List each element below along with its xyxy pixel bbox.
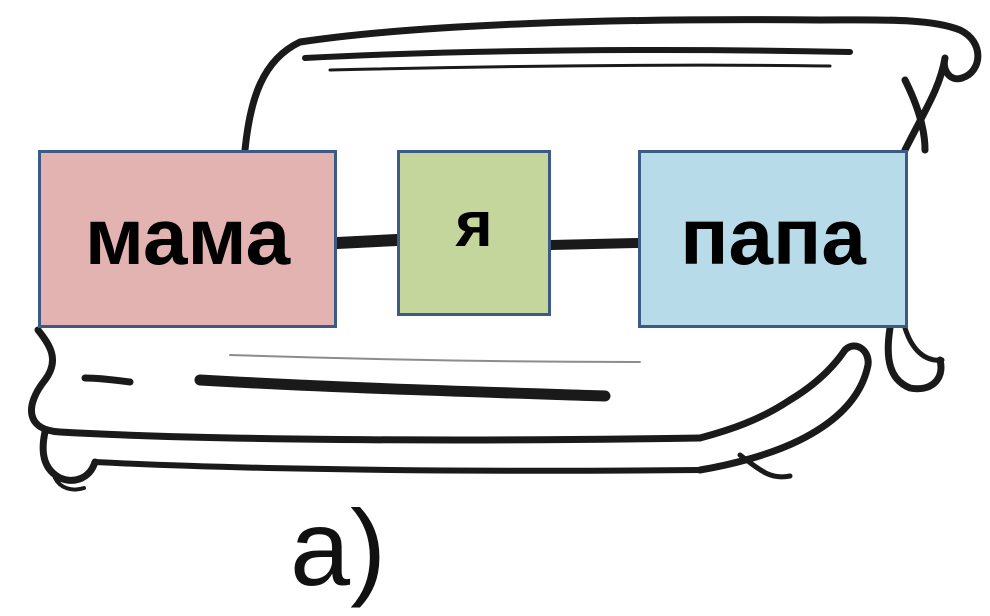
figure-caption: а) bbox=[290, 487, 387, 608]
sofa-back-outline bbox=[241, 16, 982, 154]
sofa-seat-stroke bbox=[194, 374, 611, 402]
sofa-right-leg bbox=[696, 342, 872, 474]
node-mama: мама bbox=[38, 150, 337, 328]
node-papa-label: папа bbox=[680, 192, 866, 281]
sofa-right-arm bbox=[901, 76, 929, 154]
node-mama-label: мама bbox=[84, 192, 291, 281]
connector-mama-ya bbox=[331, 234, 403, 249]
sofa-back-stroke bbox=[302, 47, 853, 61]
node-ya-label: я bbox=[455, 188, 493, 260]
sofa-seat-outline bbox=[28, 326, 704, 444]
connector-ya-papa bbox=[546, 238, 643, 250]
node-papa: папа bbox=[638, 150, 908, 328]
sofa-left-leg bbox=[39, 428, 99, 484]
node-ya: я bbox=[397, 150, 551, 316]
